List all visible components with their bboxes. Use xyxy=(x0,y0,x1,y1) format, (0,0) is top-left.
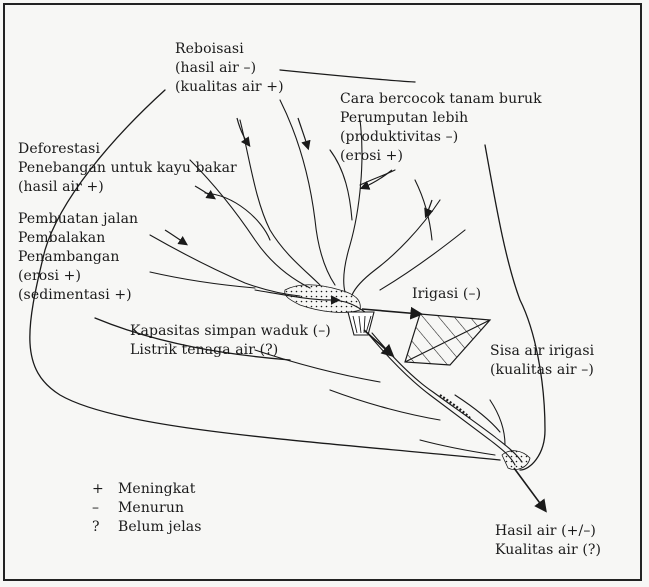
reboisasi-label: Reboisasi (hasil air –) (kualitas air +) xyxy=(175,40,284,97)
legend-symbol: + xyxy=(92,481,104,497)
cara-bercocok-label: Cara bercocok tanam buruk Perumputan leb… xyxy=(340,90,542,166)
sisa-air-title: Sisa air irigasi xyxy=(490,343,595,359)
legend-item-menurun: – Menurun xyxy=(92,499,202,518)
legend-text: Belum jelas xyxy=(118,519,202,535)
sediment-reservoir xyxy=(284,284,361,313)
legend-item-belum-jelas: ? Belum jelas xyxy=(92,518,202,537)
pembuatan-jalan-label: Pembuatan jalan Pembalakan Penambangan (… xyxy=(18,210,138,305)
kapasitas-text: Kapasitas simpan waduk (–) xyxy=(130,323,331,339)
figure-border xyxy=(3,3,642,581)
legend-symbol: ? xyxy=(92,519,100,535)
sisa-air-label: Sisa air irigasi (kualitas air –) xyxy=(490,342,594,380)
pembuatan-jalan-effect-1: (erosi +) xyxy=(18,268,82,284)
reboisasi-effect-1: (hasil air –) xyxy=(175,60,257,76)
dam-hatching xyxy=(352,315,372,334)
pembalakan-title: Pembalakan xyxy=(18,230,106,246)
pembuatan-jalan-title: Pembuatan jalan xyxy=(18,211,139,227)
legend-text: Menurun xyxy=(118,500,185,516)
legend-text: Meningkat xyxy=(118,481,196,497)
reboisasi-title: Reboisasi xyxy=(175,41,244,57)
listrik-text: Listrik tenaga air (?) xyxy=(130,342,279,358)
pembuatan-jalan-effect-2: (sedimentasi +) xyxy=(18,287,132,303)
influence-arrows xyxy=(164,117,434,305)
legend-symbol: – xyxy=(92,500,100,516)
sisa-air-effect: (kualitas air –) xyxy=(490,362,594,378)
legend-item-meningkat: + Meningkat xyxy=(92,480,202,499)
legend: + Meningkat – Menurun ? Belum jelas xyxy=(92,480,202,537)
penebangan-title: Penebangan untuk kayu bakar xyxy=(18,160,237,176)
kapasitas-label: Kapasitas simpan waduk (–) Listrik tenag… xyxy=(130,322,331,360)
sediment-outlet xyxy=(501,450,531,470)
watershed-boundary xyxy=(29,69,546,471)
cara-bercocok-title: Cara bercocok tanam buruk xyxy=(340,91,542,107)
hasil-air-text: Hasil air (+/–) xyxy=(495,523,596,539)
irrigation-arrow xyxy=(361,306,424,320)
hasil-air-label: Hasil air (+/–) Kualitas air (?) xyxy=(495,522,601,560)
irrigation-canal xyxy=(404,319,491,363)
cara-bercocok-effect-1: (produktivitas –) xyxy=(340,129,459,145)
reboisasi-effect-2: (kualitas air +) xyxy=(175,79,284,95)
irigasi-label: Irigasi (–) xyxy=(412,285,481,304)
perumputan-title: Perumputan lebih xyxy=(340,110,469,126)
kualitas-air-text: Kualitas air (?) xyxy=(495,542,602,558)
cara-bercocok-effect-2: (erosi +) xyxy=(340,148,404,164)
outflow-arrow xyxy=(363,329,395,358)
deforestasi-effect: (hasil air +) xyxy=(18,179,104,195)
deforestasi-title: Deforestasi xyxy=(18,141,101,157)
outlet-arrow xyxy=(513,467,547,513)
penambangan-title: Penambangan xyxy=(18,249,120,265)
irigasi-text: Irigasi (–) xyxy=(412,286,482,302)
irrigation-field xyxy=(404,313,492,366)
deforestasi-label: Deforestasi Penebangan untuk kayu bakar … xyxy=(18,140,237,197)
